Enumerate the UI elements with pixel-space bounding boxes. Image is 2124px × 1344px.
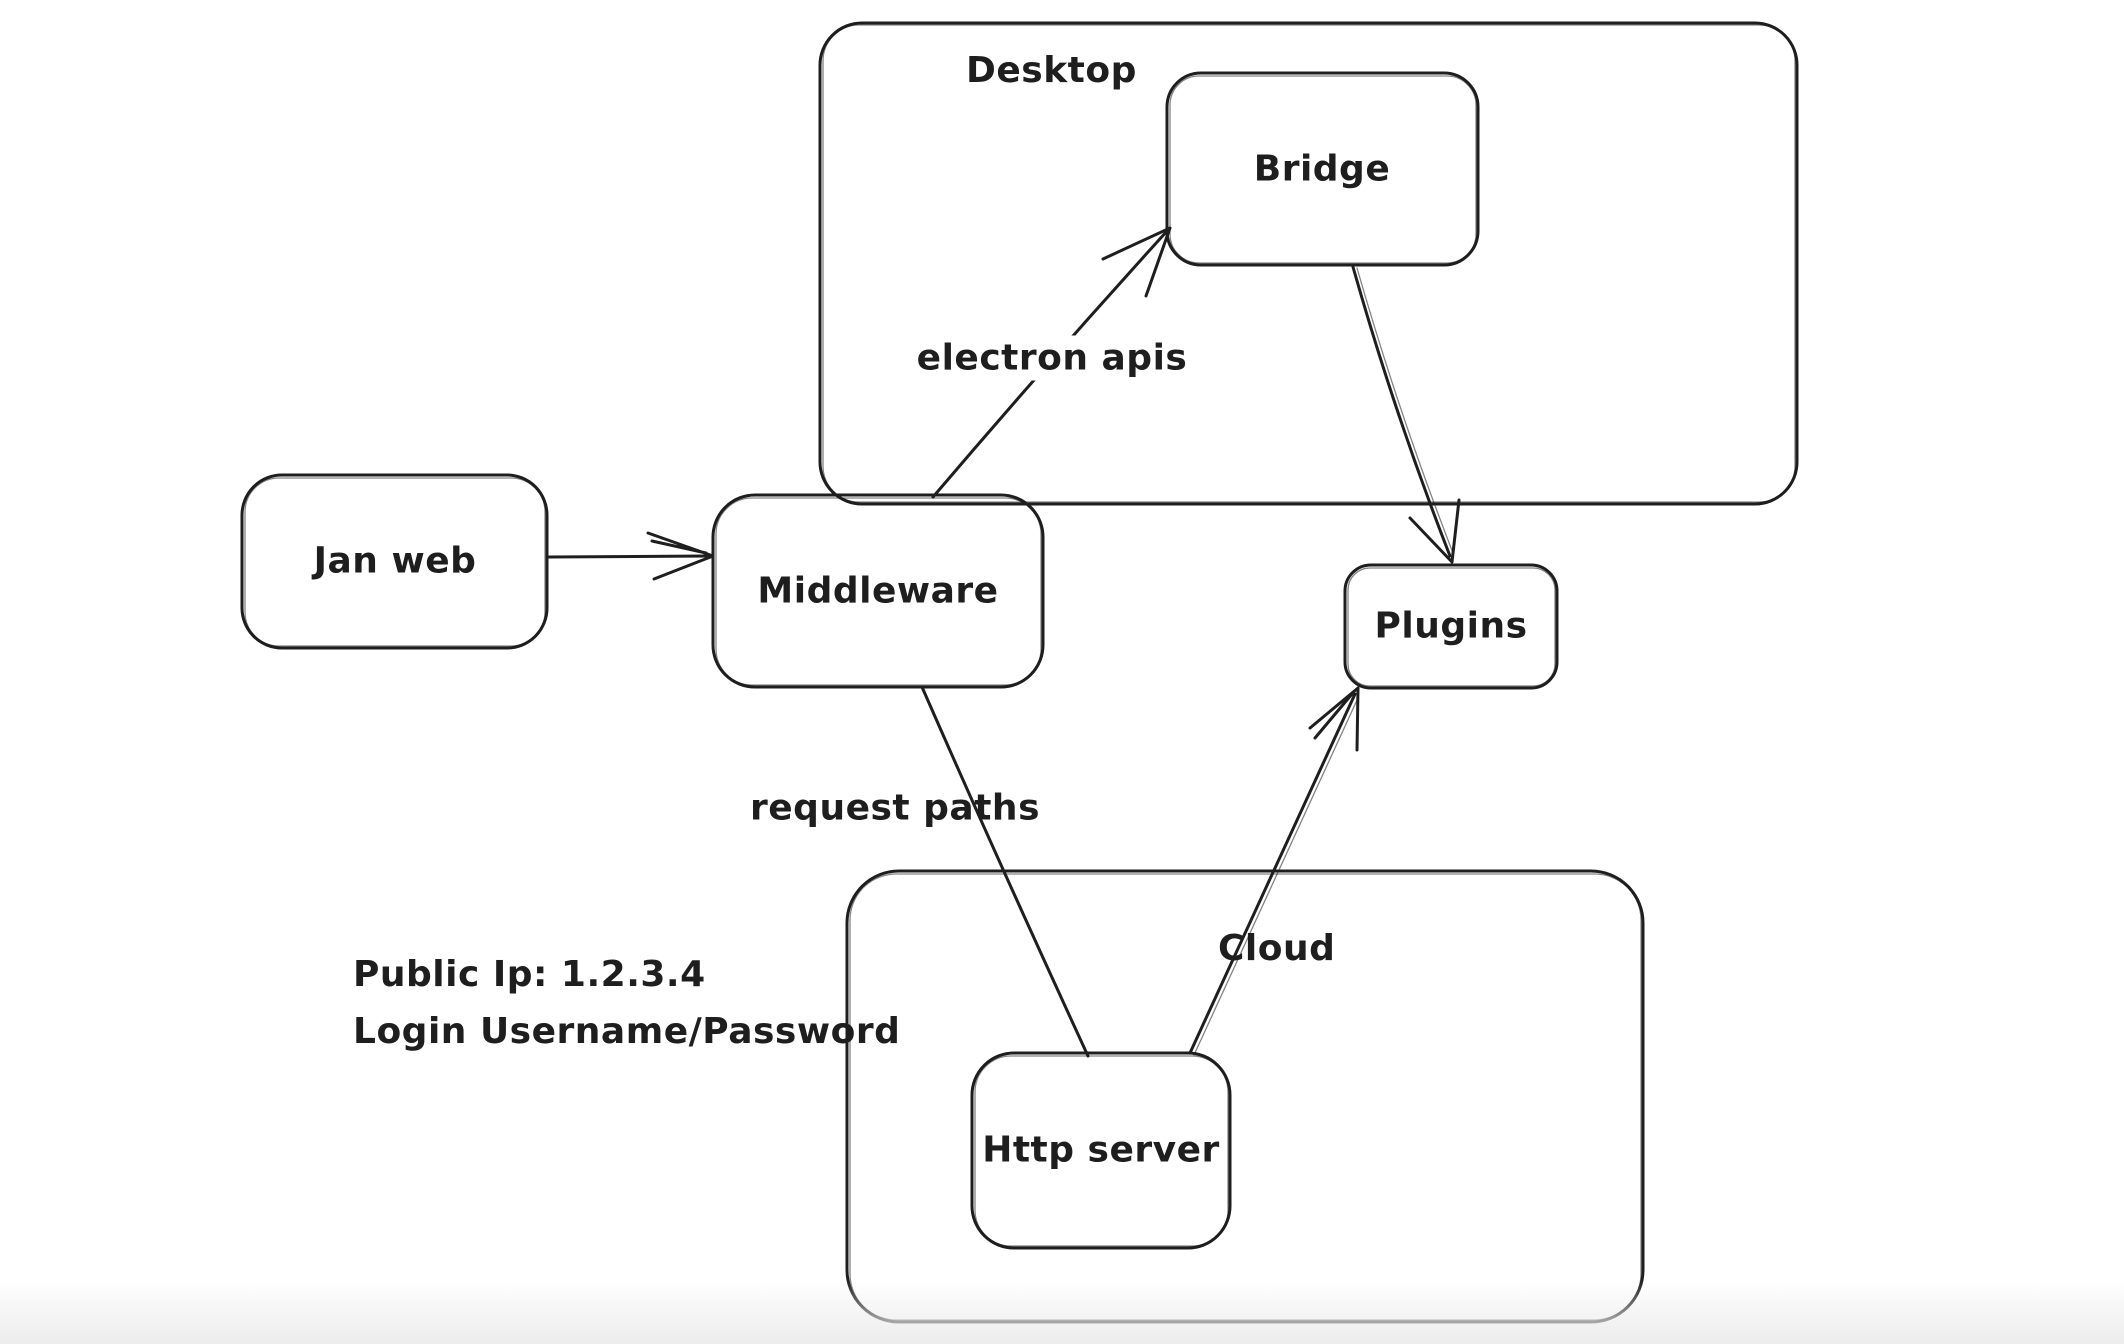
arrowhead xyxy=(646,531,715,581)
arrow-httpserver-to-plugins xyxy=(1188,686,1360,1056)
arrowhead xyxy=(1101,226,1172,298)
edge-label-electron-apis: electron apis xyxy=(906,335,1198,381)
bridge-node-label: Bridge xyxy=(1253,148,1391,190)
arrowhead xyxy=(1408,498,1461,564)
desktop-container-label: Desktop xyxy=(966,50,1137,91)
arrow-shaft xyxy=(547,554,710,559)
annotation-text: Public Ip: 1.2.3.4 Login Username/Passwo… xyxy=(353,946,900,1060)
http-server-node-label: Http server xyxy=(982,1129,1220,1171)
arrow-janweb-to-middleware xyxy=(547,531,715,581)
jan-web-node-label: Jan web xyxy=(313,540,477,582)
desktop-container-outline xyxy=(818,21,1799,506)
cloud-container-label: Cloud xyxy=(1218,928,1336,969)
arrowhead xyxy=(1308,686,1360,752)
edge-label-request-paths: request paths xyxy=(750,787,1040,829)
middleware-node-outline xyxy=(711,493,1045,689)
plugins-node-outline xyxy=(1343,563,1559,690)
annotation-public-ip: Public Ip: 1.2.3.4 xyxy=(353,954,706,995)
line-middleware-to-httpserver xyxy=(920,685,1090,1058)
middleware-node-label: Middleware xyxy=(757,570,999,612)
bridge-node-outline xyxy=(1165,71,1480,267)
annotation-login: Login Username/Password xyxy=(353,1011,901,1052)
http-server-node-outline xyxy=(970,1051,1232,1250)
line-shaft xyxy=(920,685,1090,1058)
jan-web-node-outline xyxy=(240,473,549,650)
plugins-node-label: Plugins xyxy=(1374,605,1528,647)
arrow-bridge-to-plugins xyxy=(1351,265,1461,564)
